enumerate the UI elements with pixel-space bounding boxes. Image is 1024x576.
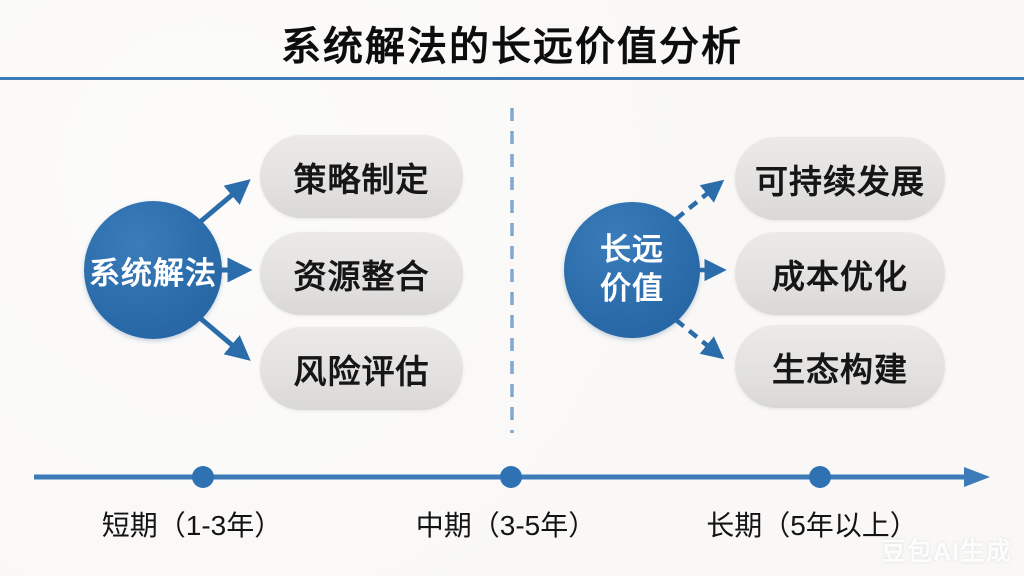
timeline-label-mid-term: 中期（3-5年）: [415, 510, 597, 541]
node-label: 生态构建: [772, 350, 908, 388]
timeline-dot-long-term: [809, 466, 831, 488]
node-label: 资源整合: [293, 257, 430, 295]
page-title: 系统解法的长远价值分析: [281, 25, 743, 69]
node-label: 成本优化: [772, 257, 908, 295]
node-cost-optimization: 成本优化: [735, 232, 945, 315]
hub-long-term-value: 长远 价值: [564, 202, 700, 338]
timeline-label-short-term: 短期（1-3年）: [101, 510, 283, 541]
hub-label: 系统解法: [89, 255, 217, 291]
node-strategy-formulation: 策略制定: [260, 135, 463, 218]
ai-generated-watermark: 豆包AI生成: [880, 538, 1012, 566]
node-ecosystem-building: 生态构建: [735, 325, 945, 408]
timeline-arrowhead-icon: [964, 467, 990, 487]
hub-label-line1: 长远: [600, 232, 664, 268]
title-divider-line: [0, 77, 1024, 80]
right-hub-arrow-top: [674, 179, 725, 221]
node-resource-integration: 资源整合: [260, 232, 463, 315]
timeline-label-long-term: 长期（5年以上）: [706, 510, 918, 541]
right-hub-arrow-bottom: [674, 318, 725, 360]
left-hub-arrow-top: [198, 179, 251, 224]
node-sustainable-development: 可持续发展: [735, 137, 945, 220]
node-label: 风险评估: [293, 352, 430, 390]
node-label: 策略制定: [293, 160, 430, 198]
timeline-dot-mid-term: [500, 466, 522, 488]
hub-label: 长远 价值: [600, 231, 664, 309]
left-hub-arrow-bottom: [198, 316, 251, 361]
hub-label-line2: 价值: [600, 271, 664, 306]
timeline-dot-short-term: [192, 466, 214, 488]
node-label: 可持续发展: [755, 162, 925, 200]
node-risk-assessment: 风险评估: [260, 327, 463, 410]
hub-systematic-solution: 系统解法: [84, 201, 222, 339]
